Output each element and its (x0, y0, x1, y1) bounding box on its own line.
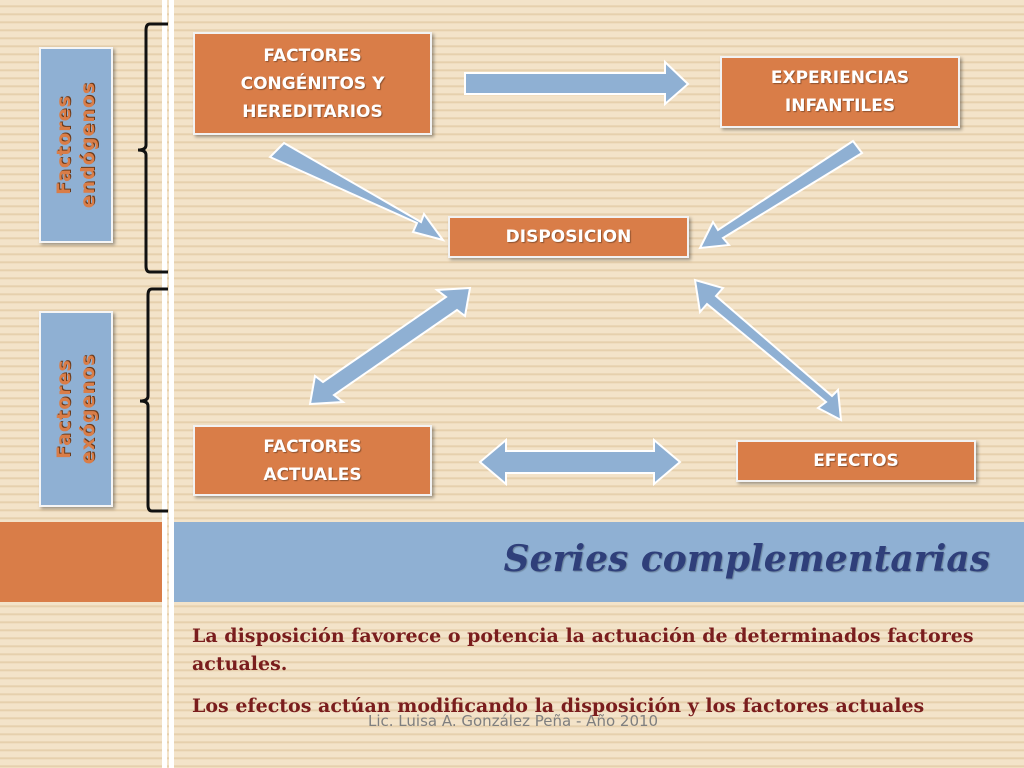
arrow-disposicion-actuales (308, 286, 472, 406)
exogenous-factors-label-box: Factores exógenos (39, 311, 113, 507)
slide-title: Series complementarias (503, 538, 990, 580)
footer-credit: Lic. Luisa A. González Peña - Año 2010 (368, 712, 659, 730)
arrow-disposicion-efectos (693, 278, 843, 422)
arrow-actuales-efectos (478, 437, 682, 487)
arrow-experiencias-to-disposicion (698, 139, 864, 250)
arrow-congenitos-to-disposicion (268, 141, 446, 242)
body-paragraph-2: Los efectos actúan modificando la dispos… (192, 695, 925, 717)
congenital-hereditary-factors-box: FACTORES CONGÉNITOS Y HEREDITARIOS (193, 32, 432, 135)
arrow-congenitos-to-experiencias (464, 59, 690, 107)
body-paragraph-1: La disposición favorece o potencia la ac… (192, 625, 974, 675)
disposition-box: DISPOSICION (448, 216, 689, 258)
current-factors-box: FACTORES ACTUALES (193, 425, 432, 496)
right-divider-line (169, 0, 174, 768)
effects-label: EFECTOS (813, 451, 899, 471)
left-divider-line (162, 0, 167, 768)
disposition-label: DISPOSICION (505, 227, 632, 247)
title-band: Series complementarias (174, 522, 1024, 602)
childhood-experiences-box: EXPERIENCIAS INFANTILES (720, 56, 960, 128)
childhood-experiences-label: EXPERIENCIAS INFANTILES (770, 68, 910, 116)
current-factors-label: FACTORES ACTUALES (263, 436, 362, 485)
endogenous-bracket (137, 22, 168, 274)
exogenous-bracket (139, 287, 168, 513)
congenital-hereditary-factors-label: FACTORES CONGÉNITOS Y HEREDITARIOS (240, 45, 385, 122)
title-accent-strip (0, 522, 162, 602)
effects-box: EFECTOS (736, 440, 976, 482)
endogenous-factors-label-box: Factores endógenos (39, 47, 113, 243)
